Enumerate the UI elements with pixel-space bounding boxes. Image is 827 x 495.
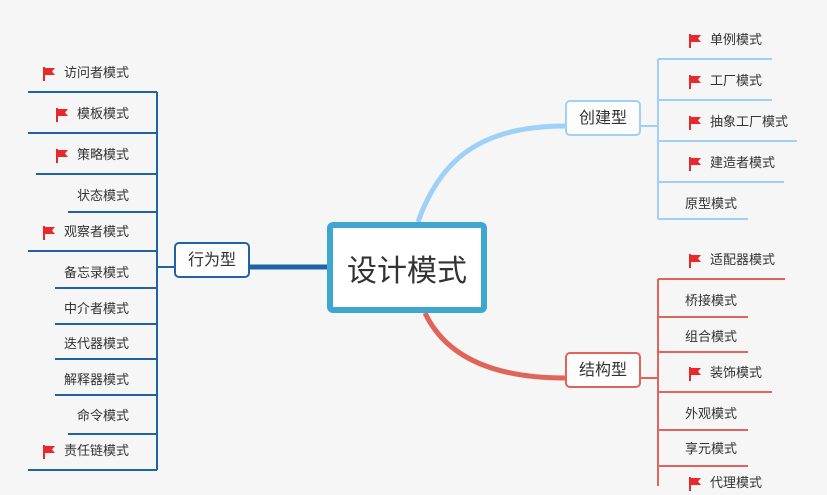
flag-icon xyxy=(689,254,701,268)
leaf-label: 外观模式 xyxy=(685,407,738,422)
leaf-label: 代理模式 xyxy=(710,476,763,491)
leaf-node[interactable]: 抽象工厂模式 xyxy=(688,112,788,134)
flag-icon xyxy=(42,445,55,459)
leaf-label: 桥接模式 xyxy=(685,294,738,309)
branch-node-structural[interactable]: 结构型 xyxy=(565,352,641,388)
flag-icon xyxy=(689,34,701,48)
branch-node-behavioral[interactable]: 行为型 xyxy=(174,242,250,278)
leaf-label: 抽象工厂模式 xyxy=(710,115,789,130)
leaf-node[interactable]: 适配器模式 xyxy=(688,250,775,272)
flag-icon xyxy=(42,226,55,240)
leaf-node[interactable]: 工厂模式 xyxy=(688,71,762,93)
leaf-node[interactable]: 模板模式 xyxy=(55,104,129,126)
leaf-label: 访问者模式 xyxy=(63,66,129,81)
flag-icon xyxy=(42,67,55,81)
leaf-node[interactable]: 外观模式 xyxy=(685,404,737,426)
leaf-label: 享元模式 xyxy=(685,442,738,457)
leaf-node[interactable]: 备忘录模式 xyxy=(64,263,129,285)
leaf-node[interactable]: 桥接模式 xyxy=(685,291,737,313)
leaf-node[interactable]: 责任链模式 xyxy=(42,441,129,463)
leaf-node[interactable]: 策略模式 xyxy=(55,145,129,167)
leaf-node[interactable]: 迭代器模式 xyxy=(64,334,129,356)
flag-icon xyxy=(689,157,701,171)
leaf-node[interactable]: 建造者模式 xyxy=(688,153,775,175)
flag-icon xyxy=(689,367,701,381)
root-node[interactable]: 设计模式 xyxy=(327,222,487,313)
leaf-label: 命令模式 xyxy=(76,409,129,424)
leaf-label: 原型模式 xyxy=(685,197,738,212)
branch-label: 行为型 xyxy=(187,250,236,269)
leaf-label: 备忘录模式 xyxy=(63,266,129,281)
flag-icon xyxy=(689,477,701,491)
leaf-label: 单例模式 xyxy=(710,33,763,48)
leaf-node[interactable]: 享元模式 xyxy=(685,439,737,461)
leaf-label: 适配器模式 xyxy=(710,253,776,268)
leaf-node[interactable]: 状态模式 xyxy=(77,186,129,208)
leaf-node[interactable]: 访问者模式 xyxy=(42,63,129,85)
leaf-label: 迭代器模式 xyxy=(63,337,129,352)
branch-label: 结构型 xyxy=(578,360,627,379)
branch-label: 创建型 xyxy=(578,108,627,127)
leaf-node[interactable]: 单例模式 xyxy=(688,30,762,52)
leaf-label: 装饰模式 xyxy=(710,366,763,381)
leaf-node[interactable]: 代理模式 xyxy=(688,473,762,495)
leaf-label: 观察者模式 xyxy=(63,225,129,240)
leaf-node[interactable]: 原型模式 xyxy=(685,194,737,216)
leaf-label: 工厂模式 xyxy=(710,74,763,89)
flag-icon xyxy=(689,75,701,89)
flag-icon xyxy=(689,116,701,130)
leaf-node[interactable]: 观察者模式 xyxy=(42,222,129,244)
leaf-node[interactable]: 装饰模式 xyxy=(688,363,762,385)
root-label: 设计模式 xyxy=(347,253,467,289)
leaf-label: 解释器模式 xyxy=(63,373,129,388)
leaf-node[interactable]: 中介者模式 xyxy=(64,299,129,321)
leaf-node[interactable]: 组合模式 xyxy=(685,327,737,349)
leaf-label: 组合模式 xyxy=(685,330,738,345)
leaf-label: 中介者模式 xyxy=(63,302,129,317)
leaf-label: 状态模式 xyxy=(76,189,129,204)
leaf-node[interactable]: 解释器模式 xyxy=(64,370,129,392)
leaf-node[interactable]: 命令模式 xyxy=(77,406,129,428)
leaf-label: 模板模式 xyxy=(76,107,129,122)
leaf-label: 建造者模式 xyxy=(710,156,776,171)
leaf-label: 策略模式 xyxy=(76,148,129,163)
flag-icon xyxy=(55,149,68,163)
leaf-label: 责任链模式 xyxy=(63,444,129,459)
branch-node-creational[interactable]: 创建型 xyxy=(565,100,641,136)
flag-icon xyxy=(55,108,68,122)
